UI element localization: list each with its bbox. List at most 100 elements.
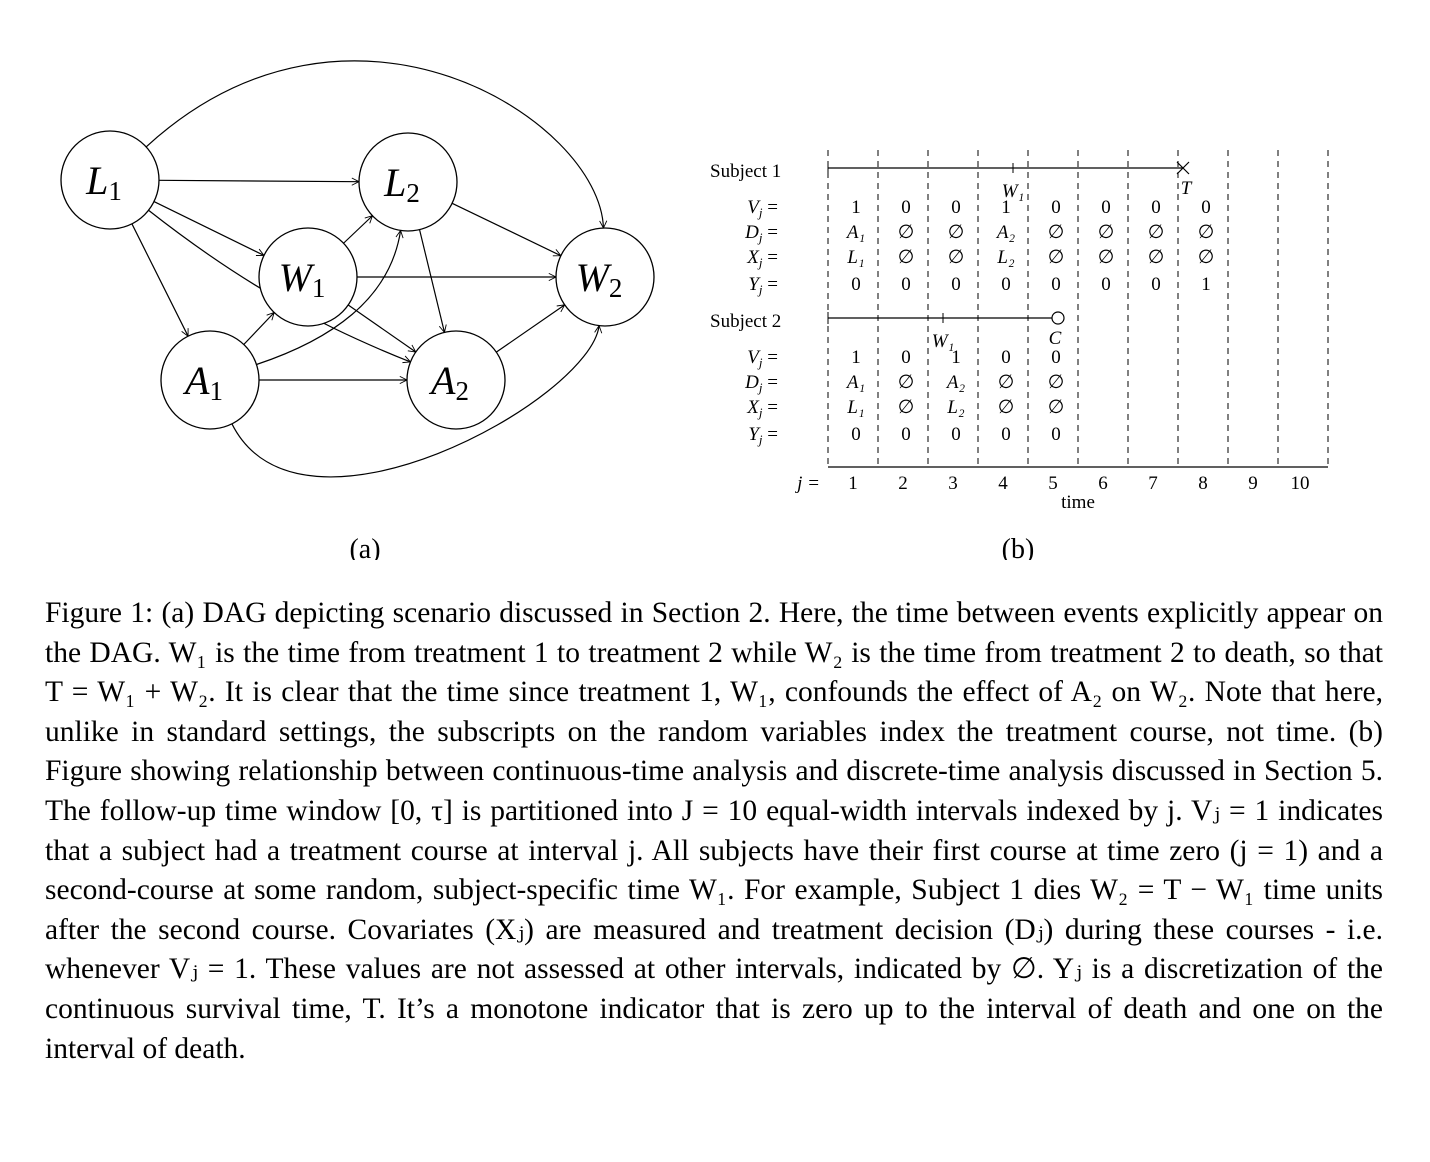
- cell-value: 0: [851, 424, 861, 445]
- death-marker-icon: [1176, 161, 1190, 175]
- edge-L2-W2: [451, 202, 561, 255]
- cell-value: ∅: [898, 222, 915, 243]
- cell-value: 1: [951, 347, 961, 368]
- j-tick-label: 8: [1198, 473, 1208, 494]
- cell-value: ∅: [898, 247, 915, 268]
- cell-value: L₁: [846, 397, 864, 418]
- edge-A1-L2: [256, 230, 400, 366]
- j-tick-label: 1: [848, 473, 858, 494]
- cell-value: 0: [1151, 197, 1161, 218]
- cell-value: 0: [1051, 197, 1061, 218]
- cell-value: 0: [851, 274, 861, 295]
- row-label-X: Xj =: [746, 247, 778, 270]
- row-label-X: Xj =: [746, 397, 778, 420]
- panel-a-label: (a): [349, 534, 380, 560]
- cell-value: ∅: [1048, 222, 1065, 243]
- cell-value: A₂: [945, 372, 966, 393]
- cell-value: 0: [951, 274, 961, 295]
- cell-value: ∅: [1098, 247, 1115, 268]
- cell-value: ∅: [898, 397, 915, 418]
- cell-value: L₁: [846, 247, 864, 268]
- edge-A2-W2: [495, 305, 564, 353]
- cell-value: A₁: [845, 222, 865, 243]
- cell-value: 0: [951, 197, 961, 218]
- cell-value: 1: [851, 197, 861, 218]
- j-tick-label: 4: [998, 473, 1008, 494]
- j-tick-label: 5: [1048, 473, 1058, 494]
- cell-value: 1: [851, 347, 861, 368]
- node-W1: W1: [258, 227, 358, 327]
- cell-value: L₂: [996, 247, 1015, 268]
- cell-value: ∅: [898, 372, 915, 393]
- time-axis-label: time: [1061, 492, 1095, 513]
- row-label-D: Dj =: [744, 372, 778, 395]
- cell-value: 0: [1051, 274, 1061, 295]
- cell-value: 1: [1201, 274, 1211, 295]
- cell-value: L₂: [946, 397, 965, 418]
- cell-value: 0: [951, 424, 961, 445]
- node-L2: L2: [358, 132, 458, 232]
- cell-value: 0: [901, 424, 911, 445]
- edge-L1-W2: [145, 60, 603, 228]
- node-A2: A2: [406, 330, 506, 430]
- node-L1: L1: [60, 130, 160, 230]
- censor-marker-icon: [1051, 311, 1065, 325]
- cell-value: ∅: [948, 247, 965, 268]
- w1-label: W₁: [932, 331, 954, 352]
- cell-value: 0: [1001, 274, 1011, 295]
- cell-value: ∅: [1048, 247, 1065, 268]
- cell-value: ∅: [1198, 222, 1215, 243]
- node-A1: A1: [160, 330, 260, 430]
- node-circle: [358, 132, 458, 232]
- node-circle: [406, 330, 506, 430]
- cell-value: ∅: [1148, 222, 1165, 243]
- cell-value: ∅: [1098, 222, 1115, 243]
- subject-title: Subject 1: [710, 161, 781, 182]
- row-label-Y: Yj =: [748, 424, 778, 447]
- panel-b-label: (b): [1002, 534, 1035, 560]
- edge-W1-A2: [347, 304, 416, 352]
- cell-value: ∅: [998, 397, 1015, 418]
- end-marker-label: C: [1049, 328, 1062, 349]
- row-label-D: Dj =: [744, 222, 778, 245]
- edge-W1-L2: [343, 216, 373, 244]
- cell-value: 0: [1201, 197, 1211, 218]
- cell-value: A₂: [995, 222, 1016, 243]
- cell-value: 0: [1001, 347, 1011, 368]
- node-W2: W2: [555, 227, 655, 327]
- node-circle: [160, 330, 260, 430]
- j-tick-label: 7: [1148, 473, 1158, 494]
- cell-value: ∅: [1048, 372, 1065, 393]
- cell-value: ∅: [1148, 247, 1165, 268]
- cell-value: 0: [901, 274, 911, 295]
- row-label-Y: Yj =: [748, 274, 778, 297]
- cell-value: 0: [1001, 424, 1011, 445]
- cell-value: ∅: [998, 372, 1015, 393]
- figure-caption: Figure 1: (a) DAG depicting scenario dis…: [45, 597, 1383, 1065]
- cell-value: 0: [1101, 274, 1111, 295]
- node-circle: [555, 227, 655, 327]
- cell-value: 1: [1001, 197, 1011, 218]
- row-label-V: Vj =: [747, 347, 778, 370]
- j-label: j =: [794, 473, 820, 494]
- j-tick-label: 9: [1248, 473, 1258, 494]
- j-tick-label: 10: [1291, 473, 1310, 494]
- edge-A1-W2: [231, 326, 599, 478]
- j-tick-label: 2: [898, 473, 908, 494]
- cell-value: 0: [1051, 424, 1061, 445]
- cell-value: ∅: [948, 222, 965, 243]
- edge-L1-W1: [153, 201, 264, 256]
- subject-title: Subject 2: [710, 311, 781, 332]
- node-label: W2: [576, 255, 623, 303]
- cell-value: 0: [1051, 347, 1061, 368]
- end-marker-label: T: [1181, 178, 1193, 199]
- cell-value: 0: [1101, 197, 1111, 218]
- cell-value: ∅: [1048, 397, 1065, 418]
- edge-L2-A2: [418, 229, 445, 333]
- edge-A1-W1: [243, 312, 274, 345]
- cell-value: 0: [901, 197, 911, 218]
